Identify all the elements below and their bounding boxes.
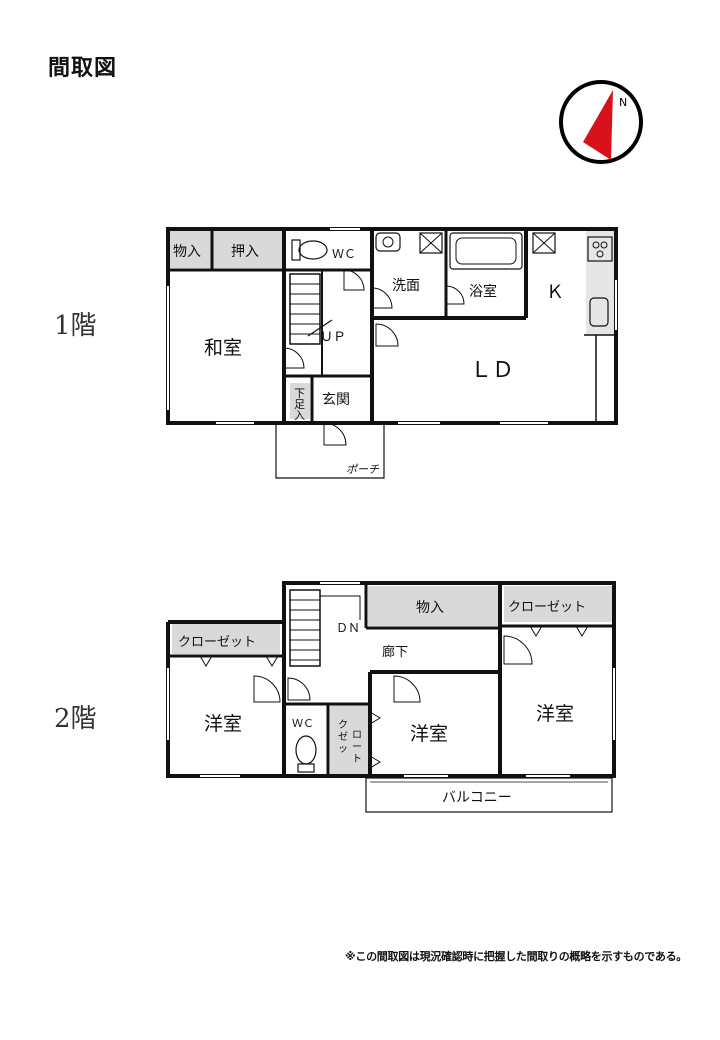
room-rouka: 廊下 [382,644,408,660]
closet-small-char-4: ゼ [338,731,348,743]
page-title: 間取図 [48,56,118,81]
room-wc-1f: ＷＣ [332,247,356,261]
floor-2-label: 2階 [54,704,97,734]
room-kitchen: Ｋ [546,282,564,303]
room-closet-left: クローゼット [178,635,256,650]
north-arrow [583,90,613,160]
room-closet-right: クローゼット [508,600,586,615]
stairs-up-label: ＵＰ [320,330,346,345]
room-yoshitsu-left: 洋室 [204,713,242,735]
room-yokushitsu: 浴室 [469,283,497,300]
room-shoe-box-2: 足 [294,398,305,411]
closet-small-char-5: ッ [338,744,348,755]
room-monoire-2f: 物入 [416,600,444,616]
footnote: ※この間取図は現況確認時に把握した間取りの概略を示すものである。 [345,950,687,963]
room-yoshitsu-center: 洋室 [410,723,448,745]
room-shoe-box-3: 入 [294,409,305,422]
floor-1-plan [166,227,618,479]
room-wc-2f: ＷＣ [292,717,314,730]
compass-icon: N [559,80,643,164]
closet-small-char-3: ー [352,742,362,753]
room-yoshitsu-right: 洋室 [536,703,574,725]
room-oshiire: 押入 [231,244,259,260]
room-monoire-1f: 物入 [173,244,201,260]
room-washitsu: 和室 [204,337,242,359]
floor-2-plan [166,581,616,813]
room-ld: ＬＤ [470,358,514,383]
north-letter: N [619,96,627,109]
floor-1-label: 1階 [54,311,97,341]
porch-label: ポーチ [346,463,380,476]
closet-small-char-2: ロ [352,730,362,741]
closet-small-char-1: ク [338,719,348,731]
closet-small-char-6: ト [352,754,362,765]
room-genkan: 玄関 [322,391,350,408]
stairs-down-label: ＤＮ [336,621,360,635]
room-senmen: 洗面 [392,278,420,294]
balcony-label: バルコニー [442,790,512,806]
room-shoe-box-1: 下 [294,387,305,400]
